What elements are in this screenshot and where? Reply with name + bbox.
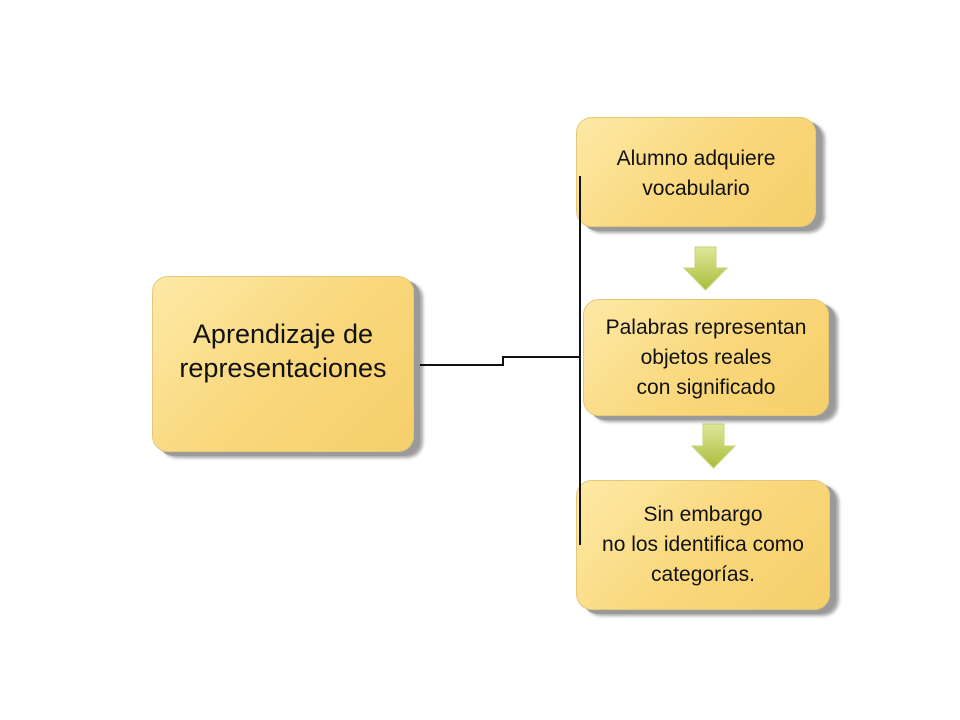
down-arrow-icon [682,246,729,291]
main-node-label: Aprendizaje de representaciones [179,319,387,383]
step-node-label: Palabras representan objetos reales con … [605,315,807,399]
step-node-1: Alumno adquiere vocabulario [576,117,816,227]
step-node-2: Palabras representan objetos reales con … [583,299,829,416]
step-node-3: Sin embargo no los identifica como categ… [576,480,830,610]
down-arrow-icon [690,423,737,469]
step-node-label: Alumno adquiere vocabulario [616,147,776,200]
main-node: Aprendizaje de representaciones [152,276,414,452]
branch-connector [414,356,580,366]
step-node-label: Sin embargo no los identifica como categ… [602,503,804,586]
